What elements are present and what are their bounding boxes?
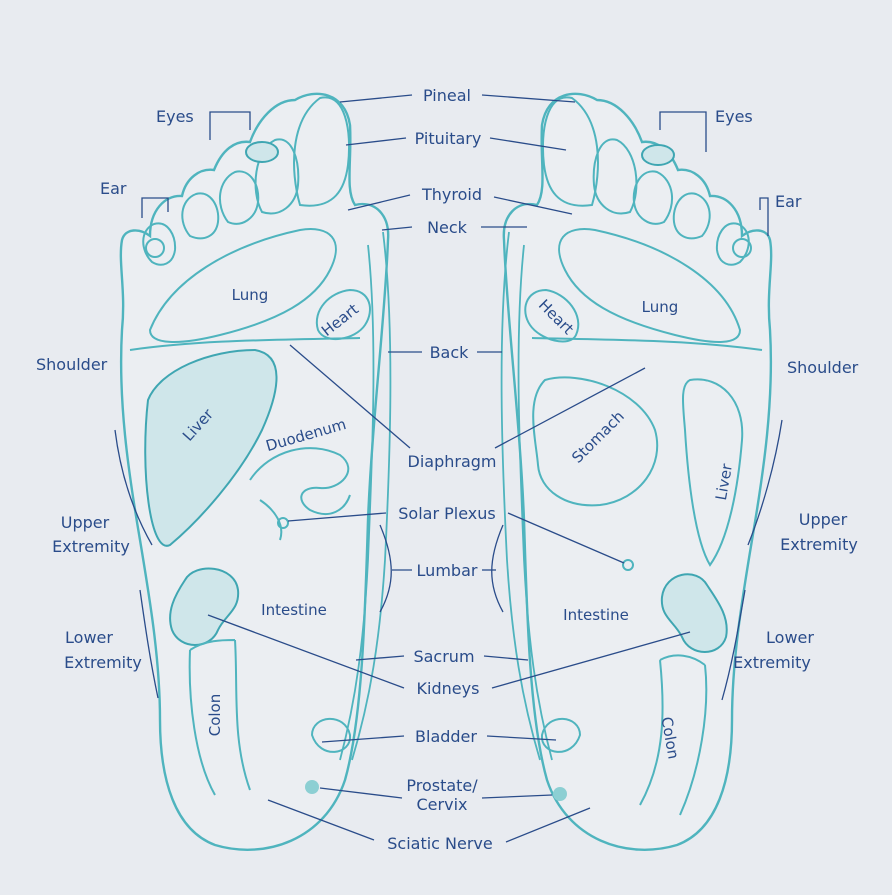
organ-colon-left: Colon [206, 694, 224, 737]
organ-intestine-right: Intestine [563, 606, 629, 624]
label-ear-right: Ear [775, 192, 802, 211]
label-sacrum: Sacrum [413, 647, 474, 666]
pineal-leader-left [340, 95, 412, 102]
left-foot [115, 94, 390, 850]
organ-lung-right: Lung [642, 298, 679, 316]
label-pituitary: Pituitary [415, 129, 482, 148]
organ-intestine-left: Intestine [261, 601, 327, 619]
label-diaphragm: Diaphragm [408, 452, 497, 471]
prostate-leader-right [482, 795, 552, 798]
label-back: Back [430, 343, 470, 362]
label-solar-plexus: Solar Plexus [398, 504, 495, 523]
pituitary-leader-left [346, 138, 406, 145]
sacrum-leader-right [484, 656, 528, 660]
label-lower-left-1: Lower [65, 628, 113, 647]
label-upper-right-2: Extremity [780, 535, 858, 554]
label-lower-right-2: Extremity [733, 653, 811, 672]
label-eyes-left: Eyes [156, 107, 194, 126]
label-eyes-right: Eyes [715, 107, 753, 126]
label-pineal: Pineal [423, 86, 471, 105]
label-upper-left-1: Upper [61, 513, 110, 532]
label-lower-right-1: Lower [766, 628, 814, 647]
label-shoulder-right: Shoulder [787, 358, 859, 377]
left-prostate-dot [305, 780, 319, 794]
label-ear-left: Ear [100, 179, 127, 198]
label-shoulder-left: Shoulder [36, 355, 108, 374]
label-neck: Neck [427, 218, 468, 237]
label-upper-left-2: Extremity [52, 537, 130, 556]
left-eyes-bracket [210, 112, 250, 140]
label-bladder: Bladder [415, 727, 477, 746]
label-sciatic-nerve: Sciatic Nerve [387, 834, 493, 853]
center-labels: Pineal Pituitary Thyroid Neck Back Diaph… [387, 86, 496, 853]
label-lower-left-2: Extremity [64, 653, 142, 672]
right-prostate-dot [553, 787, 567, 801]
label-prostate-line2: Cervix [417, 795, 468, 814]
label-kidneys: Kidneys [417, 679, 480, 698]
left-eye-graphic [246, 142, 278, 162]
organ-lung-left: Lung [232, 286, 269, 304]
label-thyroid: Thyroid [421, 185, 482, 204]
label-lumbar: Lumbar [417, 561, 478, 580]
thyroid-leader-left [348, 195, 410, 210]
right-eye-graphic [642, 145, 674, 165]
label-upper-right-1: Upper [799, 510, 848, 529]
lumbar-bracket-right [492, 525, 503, 612]
label-prostate-line1: Prostate/ [406, 776, 478, 795]
